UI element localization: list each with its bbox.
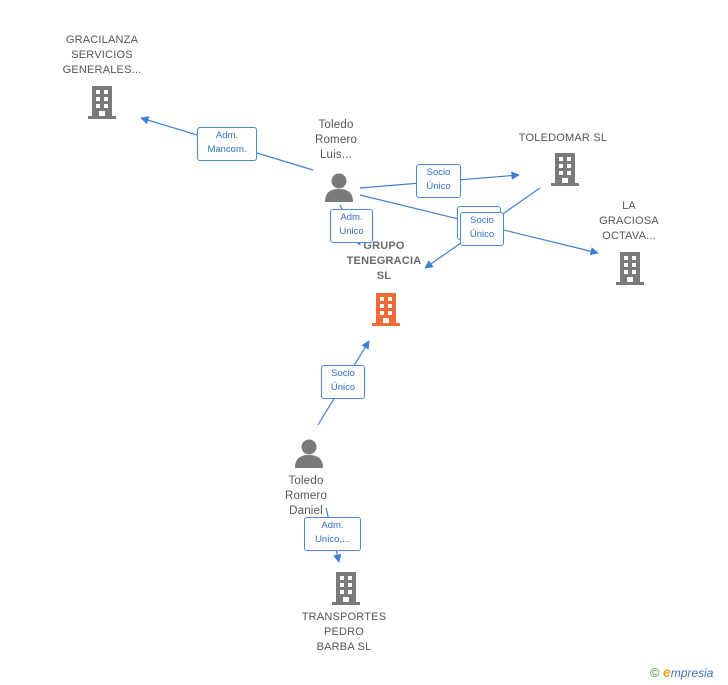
label-line: SL — [376, 270, 392, 282]
label-line: TRANSPORTES — [301, 611, 387, 623]
node-label-toledo-luis[interactable]: Toledo Romero Luis... — [300, 118, 372, 163]
label-line: GENERALES... — [62, 64, 142, 76]
node-label-toledo-daniel[interactable]: Toledo Romero Daniel — [270, 474, 342, 519]
label-line: PEDRO — [323, 626, 365, 638]
label-line: OCTAVA... — [602, 230, 656, 242]
node-label-grupo-tenegracia[interactable]: GRUPO TENEGRACIA SL — [332, 239, 436, 284]
edge-label-socio-unico-graciosa[interactable]: Socio Único — [460, 212, 504, 246]
label-line: Romero — [314, 134, 358, 146]
edge-label-line: Unico,... — [315, 534, 350, 545]
person-icon[interactable] — [323, 172, 355, 202]
label-line: LA — [622, 200, 636, 212]
edge-label-socio-unico-daniel[interactable]: Socio Único — [321, 365, 365, 399]
edge-label-socio-unico-toledomar[interactable]: Socio Único — [416, 164, 461, 198]
building-icon[interactable] — [614, 250, 646, 286]
edge-label-line: Adm. — [340, 212, 363, 223]
node-label-gracilanza[interactable]: GRACILANZA SERVICIOS GENERALES... — [40, 33, 164, 78]
edge-label-line: Mancom. — [207, 144, 247, 155]
edge-label-line: Adm. — [321, 520, 344, 531]
label-line: Daniel — [289, 505, 323, 517]
brand-watermark: © empresia — [650, 664, 713, 680]
label-line: SERVICIOS — [71, 49, 133, 61]
label-line: Luis... — [319, 149, 353, 161]
edge-label-line: Unico — [339, 226, 364, 237]
copyright-symbol: © — [650, 665, 660, 680]
edge-label-line: Adm. — [215, 130, 239, 141]
edge-label-line: Socio — [331, 368, 355, 379]
label-line: TOLEDOMAR SL — [518, 132, 608, 144]
edge-label-adm-mancom[interactable]: Adm. Mancom. — [197, 127, 257, 161]
building-icon[interactable] — [86, 84, 118, 120]
brand-logo-e: e — [662, 664, 671, 680]
building-icon[interactable] — [330, 570, 362, 606]
person-icon[interactable] — [293, 438, 325, 468]
label-line: TENEGRACIA — [346, 255, 422, 267]
edge-label-adm-unico-transportes[interactable]: Adm. Unico,... — [304, 517, 361, 551]
building-icon[interactable] — [549, 151, 581, 187]
label-line: Romero — [284, 490, 328, 502]
edge-label-line: Único — [426, 181, 451, 192]
label-line: GRUPO — [363, 240, 405, 252]
edge-label-line: Socio — [426, 167, 451, 178]
node-label-transportes[interactable]: TRANSPORTES PEDRO BARBA SL — [288, 610, 400, 655]
edge-label-adm-unico-grupo[interactable]: Adm. Unico — [330, 209, 373, 243]
label-line: Toledo — [318, 119, 354, 131]
node-label-toledomar[interactable]: TOLEDOMAR SL — [508, 131, 618, 146]
node-label-la-graciosa[interactable]: LA GRACIOSA OCTAVA... — [584, 199, 674, 244]
edge-label-line: Socio — [470, 215, 494, 226]
edge-label-line: Único — [330, 382, 356, 393]
label-line: Toledo — [288, 475, 324, 487]
main-building-icon[interactable] — [370, 291, 402, 327]
edge-label-line: Único — [469, 229, 495, 240]
brand-name: mpresia — [670, 666, 714, 680]
label-line: GRACIOSA — [599, 215, 659, 227]
label-line: GRACILANZA — [65, 34, 139, 46]
label-line: BARBA SL — [316, 641, 372, 653]
